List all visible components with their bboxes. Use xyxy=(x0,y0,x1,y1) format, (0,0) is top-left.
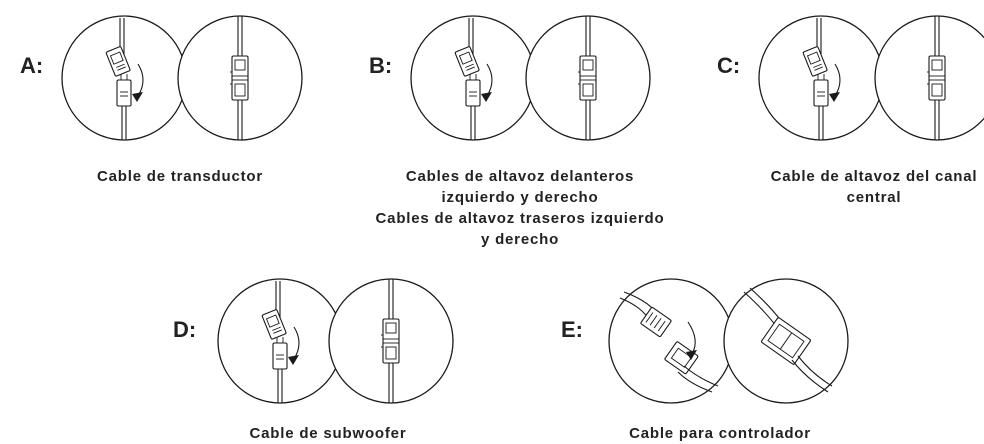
panel-d-caption-line: Cable de subwoofer xyxy=(249,425,407,442)
panel-a-before-view xyxy=(61,15,187,141)
panel-c-letter: C: xyxy=(717,53,741,78)
panel-c-caption-line-2: central xyxy=(846,189,902,206)
panel-a-caption: Cable de transductor xyxy=(72,166,288,187)
panel-e-caption-line: Cable para controlador xyxy=(629,425,811,442)
panel-b-caption-line-2: izquierdo y derecho xyxy=(441,189,599,206)
panel-b-caption-line-4: y derecho xyxy=(480,231,560,248)
panel-a-letter: A: xyxy=(20,53,44,78)
panel-d-caption: Cable de subwoofer xyxy=(220,423,436,444)
panel-b-after-view xyxy=(525,15,651,141)
panel-a-caption-line: Cable de transductor xyxy=(96,168,264,185)
panel-a-after-view xyxy=(177,15,303,141)
panel-e-after-view xyxy=(723,278,849,404)
panel-c-caption-line-1: Cable de altavoz del canal xyxy=(770,168,978,185)
panel-e-caption: Cable para controlador xyxy=(600,423,840,444)
panel-e-letter: E: xyxy=(561,317,583,342)
panel-c-after-view xyxy=(874,15,984,141)
panel-b-before-view xyxy=(410,15,536,141)
panel-d-letter: D: xyxy=(173,317,197,342)
panel-b-caption-line-1: Cables de altavoz delanteros xyxy=(405,168,635,185)
panel-b-caption-line-3: Cables de altavoz traseros izquierdo xyxy=(375,210,665,227)
panel-c-caption: Cable de altavoz del canal central xyxy=(744,166,984,208)
panel-d-after-view xyxy=(328,278,454,404)
panel-b-caption: Cables de altavoz delanteros izquierdo y… xyxy=(320,166,720,250)
panel-d-before-view xyxy=(217,278,343,404)
panel-e-before-view xyxy=(608,278,734,404)
panel-b-letter: B: xyxy=(369,53,393,78)
panel-c-before-view xyxy=(758,15,884,141)
